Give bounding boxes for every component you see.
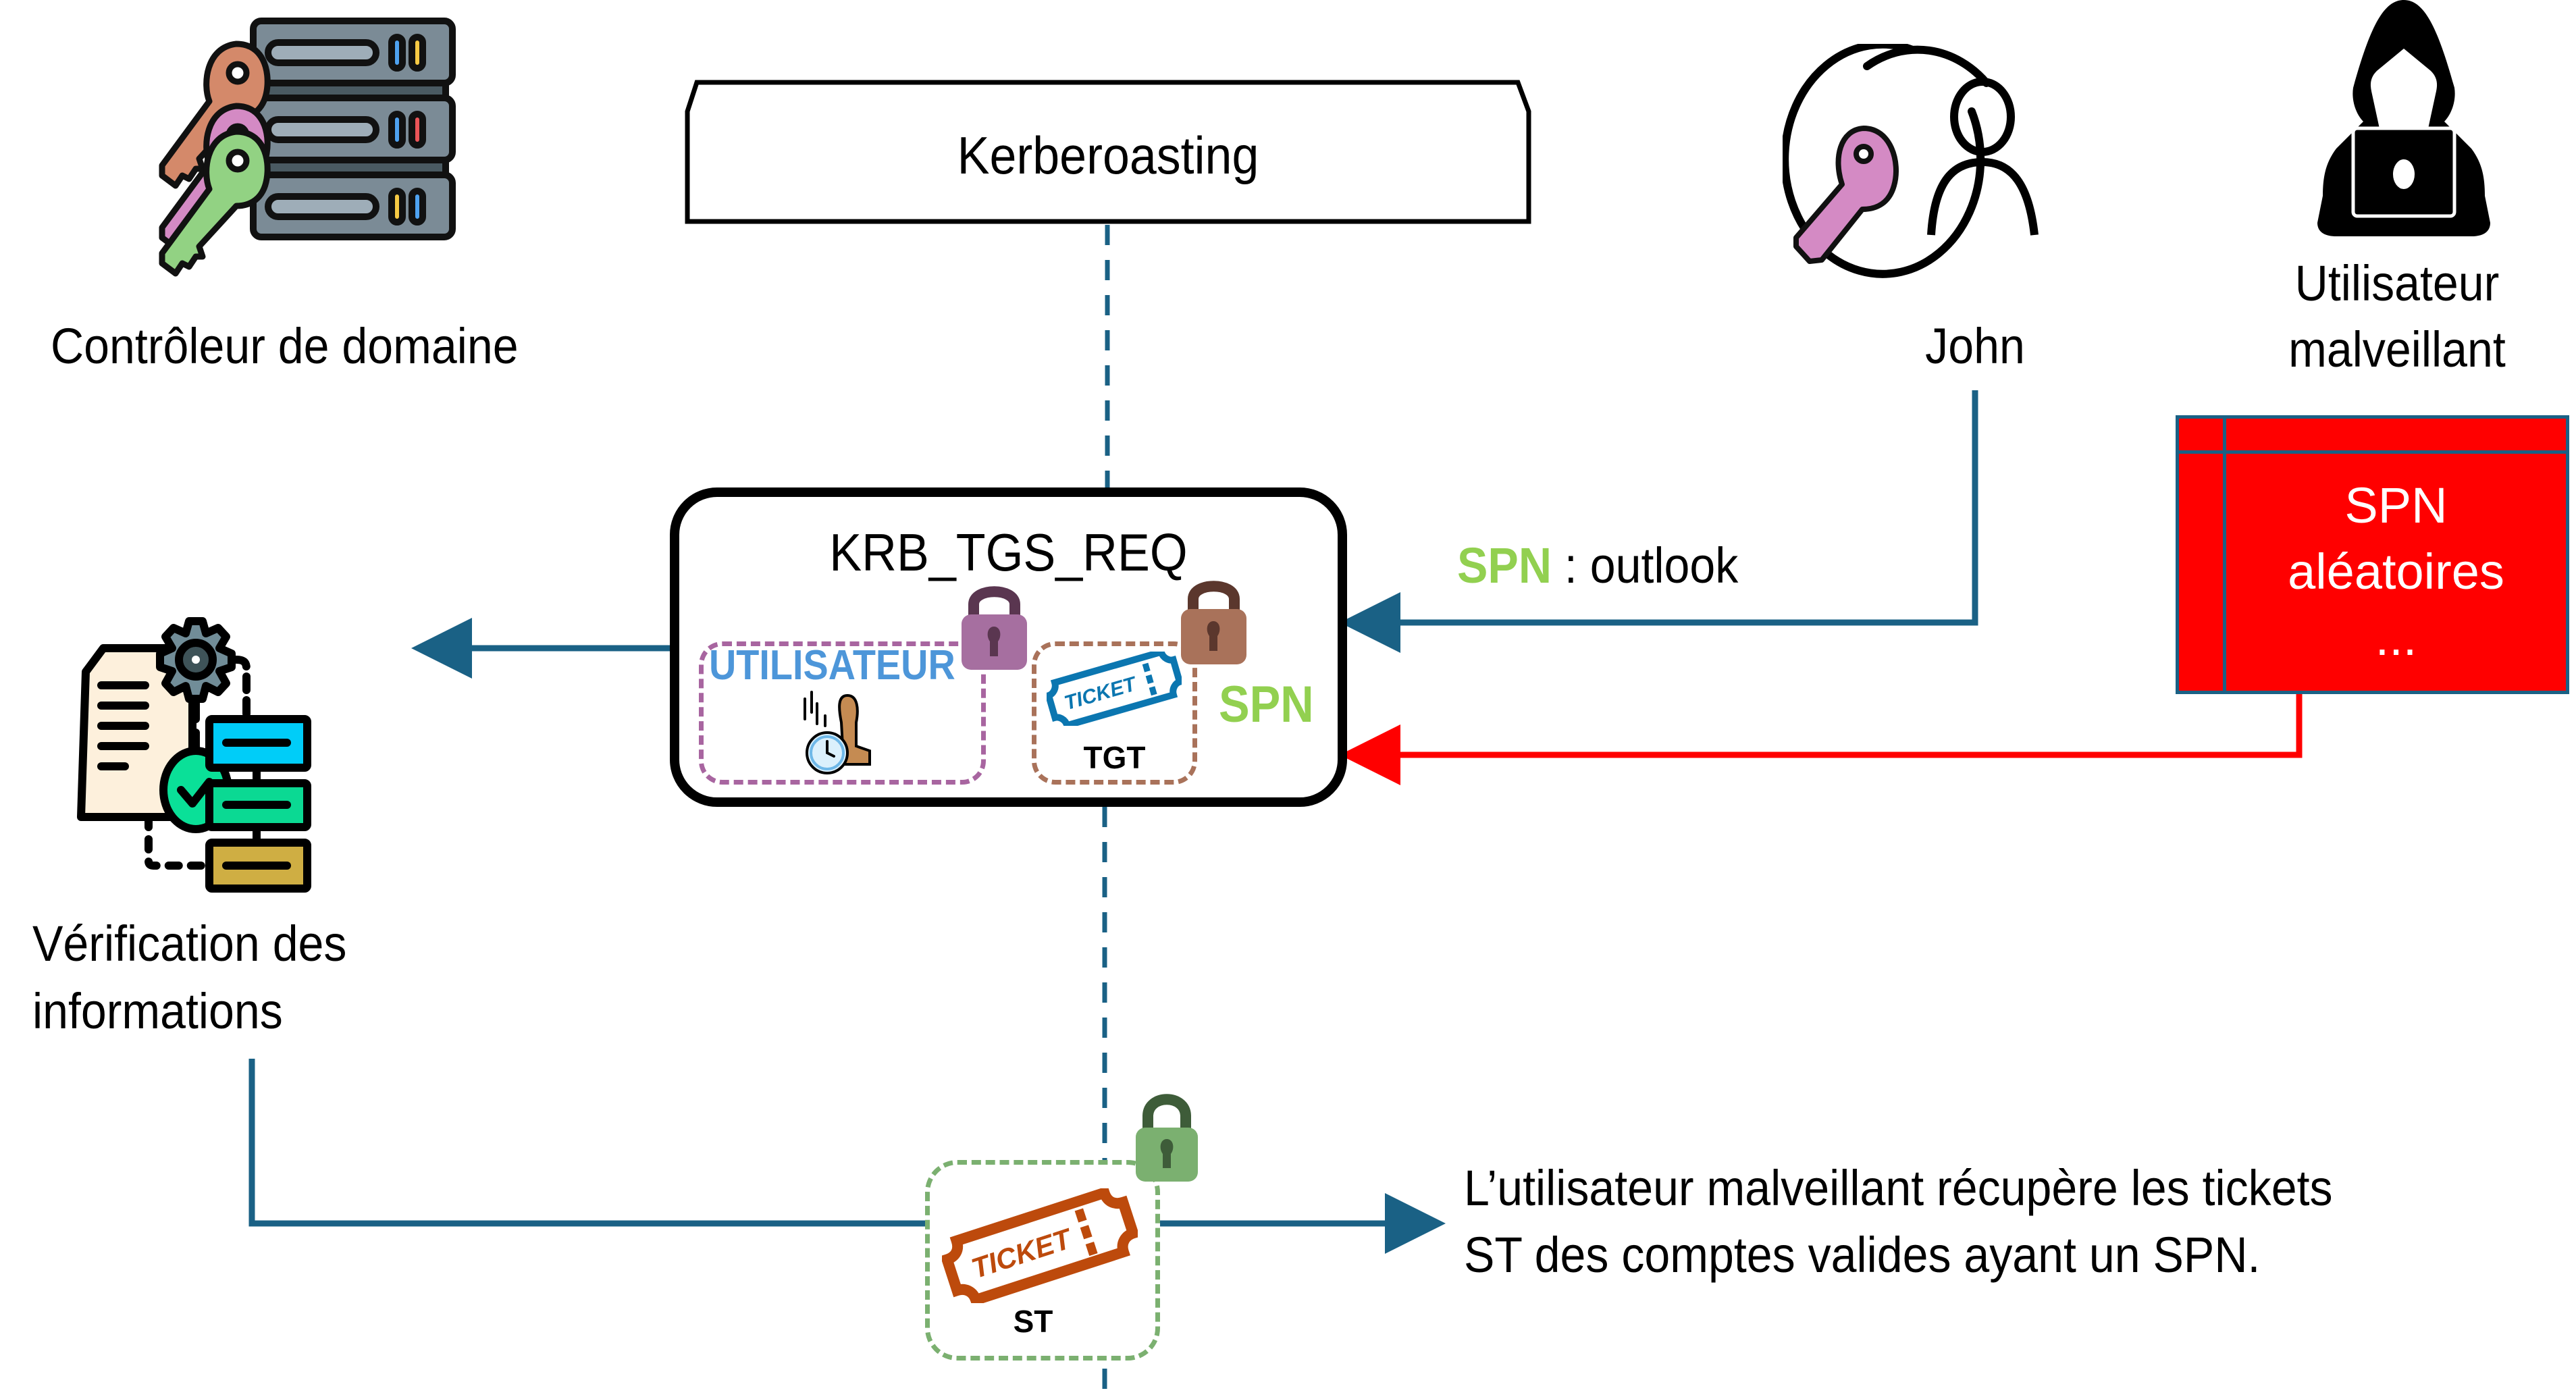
user-block bbox=[699, 641, 986, 785]
spn-value: outlook bbox=[1589, 537, 1739, 593]
john-label: John bbox=[1925, 318, 2025, 374]
domain-controller-label: Contrôleur de domaine bbox=[51, 318, 519, 374]
spn-list-column-divider bbox=[2223, 419, 2226, 691]
spn-key: SPN bbox=[1457, 537, 1552, 593]
hacker-laptop-icon bbox=[2289, 0, 2519, 250]
ticket-icon-st: TICKET bbox=[940, 1186, 1140, 1307]
document-gear-check-icon bbox=[71, 594, 395, 905]
conclusion-line2: ST des comptes valides ayant un SPN. bbox=[1464, 1227, 2261, 1283]
spn-list-line2: aléatoires bbox=[2288, 544, 2504, 600]
john-spn-message: SPN : outlook bbox=[1457, 533, 1738, 598]
request-spn-label: SPN bbox=[1219, 676, 1314, 733]
john-to-request-arrow bbox=[1340, 390, 1978, 653]
attacker-label-line2: malveillant bbox=[2288, 321, 2506, 377]
user-block-label: UTILISATEUR bbox=[709, 642, 955, 689]
attacker-to-request-arrow bbox=[1340, 694, 2303, 785]
spn-list-box: SPN aléatoires ... bbox=[2176, 415, 2569, 694]
spn-list-line1: SPN bbox=[2344, 477, 2448, 533]
st-lock-icon bbox=[1133, 1090, 1201, 1185]
conclusion-line1: L’utilisateur malveillant récupère les t… bbox=[1464, 1160, 2333, 1216]
page-title: Kerberoasting bbox=[957, 126, 1259, 185]
attacker-label-line1: Utilisateur bbox=[2294, 255, 2500, 311]
user-key-icon bbox=[1781, 40, 2086, 280]
verification-label-line2: informations bbox=[32, 983, 283, 1039]
verification-to-st-line bbox=[248, 1059, 925, 1227]
tgt-label: TGT bbox=[1083, 740, 1146, 775]
timestamp-stamp-icon bbox=[797, 689, 885, 776]
verification-label-line1: Vérification des bbox=[32, 916, 347, 972]
server-keys-icon bbox=[135, 17, 459, 277]
tgt-lock-icon bbox=[1178, 575, 1249, 666]
request-title: KRB_TGS_REQ bbox=[829, 523, 1188, 582]
tgt-block bbox=[1032, 641, 1197, 785]
ticket-icon-tgt: TICKET bbox=[1044, 648, 1184, 730]
spn-list-line3: ... bbox=[2375, 610, 2417, 666]
user-lock-icon bbox=[959, 581, 1030, 672]
spn-list-header-divider bbox=[2179, 450, 2566, 454]
title-box bbox=[685, 80, 1531, 224]
spn-separator: : bbox=[1551, 537, 1590, 593]
st-label: ST bbox=[1013, 1304, 1053, 1339]
